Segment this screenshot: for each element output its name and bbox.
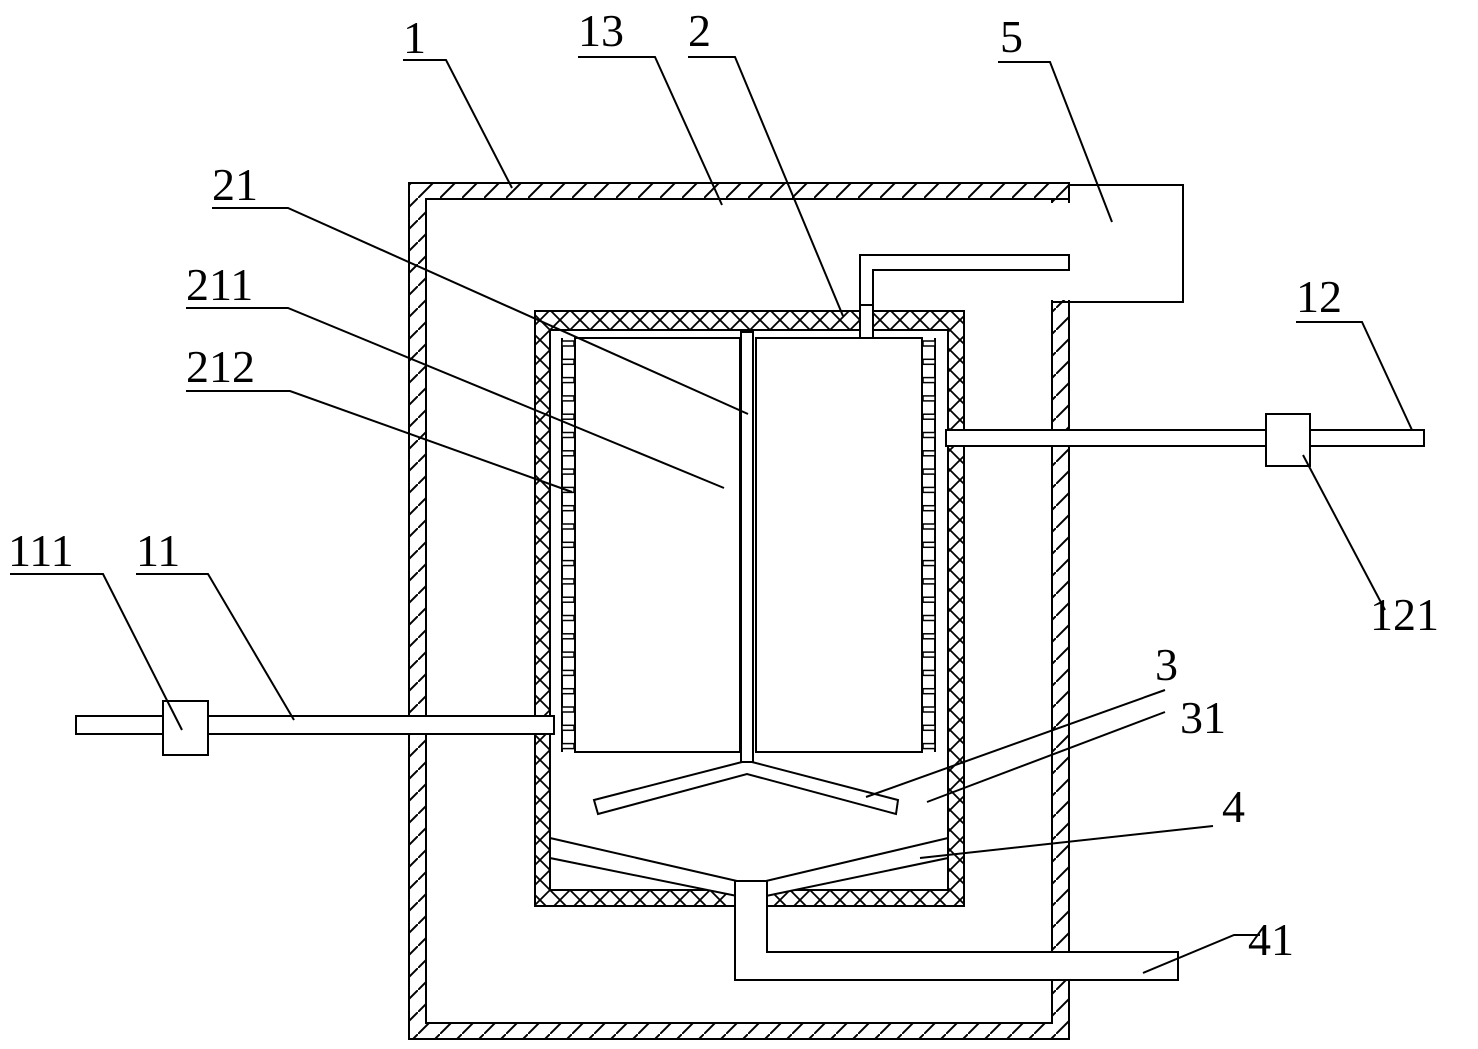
component-5-box [1051, 184, 1184, 303]
leader-31 [926, 711, 1166, 803]
leader-2 [688, 56, 844, 317]
tooth [561, 742, 575, 750]
tooth [922, 724, 936, 732]
leader-111 [10, 573, 183, 731]
filter-panel-right [755, 337, 923, 753]
label-1: 1 [403, 12, 426, 63]
outlet-pipe-12 [945, 413, 1425, 467]
tooth [922, 358, 936, 366]
tooth [561, 559, 575, 567]
label-21: 21 [212, 159, 258, 210]
tooth [922, 742, 936, 750]
discharge-pipe-41 [734, 880, 1179, 981]
leader-12 [1296, 321, 1413, 431]
tooth [922, 614, 936, 622]
tooth [922, 669, 936, 677]
tooth [561, 724, 575, 732]
leader-13 [578, 56, 723, 206]
tooth [922, 395, 936, 402]
valve-121 [1265, 413, 1311, 467]
leader-lines [10, 56, 1413, 974]
tooth [922, 559, 936, 567]
label-4: 4 [1222, 781, 1245, 832]
inlet-pipe-11 [75, 700, 555, 756]
tooth [561, 413, 575, 420]
tooth [922, 596, 936, 603]
outer-housing [408, 182, 1070, 1040]
valve-111 [162, 700, 209, 756]
tooth [922, 340, 936, 347]
tooth [561, 633, 575, 640]
leader-212 [186, 390, 573, 493]
tooth [561, 468, 575, 475]
stirring-blade [592, 761, 900, 816]
tooth [561, 340, 575, 347]
tooth [561, 596, 575, 603]
inner-vessel [534, 310, 965, 907]
label-41: 41 [1248, 914, 1294, 965]
tooth [561, 395, 575, 402]
tooth [922, 651, 936, 658]
tooth [561, 651, 575, 658]
leader-21 [212, 207, 749, 415]
label-31: 31 [1180, 692, 1226, 743]
leader-4 [919, 825, 1214, 859]
tooth [561, 687, 575, 695]
tooth [561, 523, 575, 530]
tooth [561, 450, 575, 457]
label-211: 211 [186, 259, 253, 310]
tooth [561, 578, 575, 585]
tooth [922, 450, 936, 457]
tooth [561, 358, 575, 366]
heating-teeth-left [561, 338, 575, 752]
tooth [922, 376, 936, 384]
label-13: 13 [578, 5, 624, 56]
tooth [561, 541, 575, 549]
label-121: 121 [1370, 589, 1439, 640]
leader-1 [403, 59, 513, 189]
tooth [922, 578, 936, 585]
tooth [922, 541, 936, 549]
leader-5 [998, 61, 1113, 223]
tooth [922, 468, 936, 475]
tooth [922, 504, 936, 512]
heating-teeth-right [922, 338, 936, 752]
label-3: 3 [1155, 639, 1178, 690]
tooth [561, 706, 575, 713]
tooth [922, 486, 936, 494]
tooth [922, 431, 936, 439]
tooth [922, 706, 936, 713]
leader-3 [865, 689, 1166, 798]
stirring-shaft [740, 331, 754, 763]
leader-41 [1142, 934, 1260, 974]
tooth [561, 431, 575, 439]
label-212: 212 [186, 341, 255, 392]
label-111: 111 [8, 525, 74, 576]
label-12: 12 [1296, 271, 1342, 322]
tooth [922, 687, 936, 695]
component-5-pipe-entry [859, 304, 874, 340]
tooth [922, 523, 936, 530]
reference-labels: 1 13 2 5 21 211 212 12 121 111 11 3 31 4… [8, 5, 1439, 965]
tooth [561, 376, 575, 384]
tooth [561, 669, 575, 677]
leader-211 [186, 307, 725, 489]
label-11: 11 [136, 525, 180, 576]
tooth [561, 504, 575, 512]
tooth [561, 614, 575, 622]
label-5: 5 [1000, 11, 1023, 62]
tooth [922, 633, 936, 640]
label-2: 2 [688, 5, 711, 56]
tooth [922, 413, 936, 420]
leader-121 [1302, 454, 1386, 611]
leader-11 [136, 573, 295, 721]
